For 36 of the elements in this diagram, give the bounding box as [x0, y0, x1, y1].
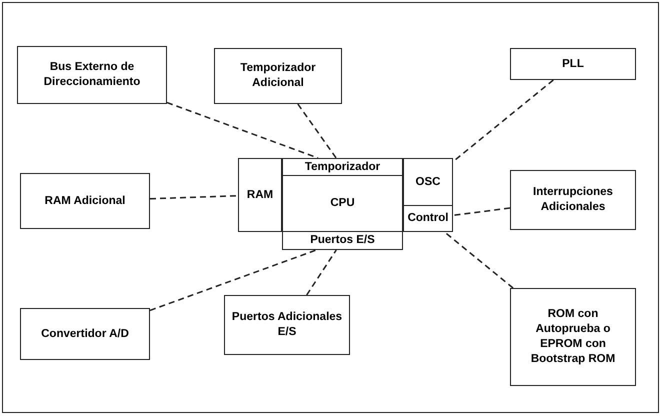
connector-line [150, 195, 238, 200]
module-box [224, 295, 350, 355]
node-label: Interrupciones Adicionales [532, 185, 614, 215]
connector-line [444, 231, 514, 289]
cpu-section [238, 158, 282, 232]
connector-line [297, 104, 337, 158]
cpu-core [282, 175, 403, 232]
cpu-section [403, 158, 453, 206]
module-box [20, 308, 150, 360]
module-box [510, 170, 636, 230]
node-label: Temporizador Adicional [239, 61, 317, 91]
node-label: RAM [246, 188, 274, 202]
cpu-section [403, 205, 453, 232]
module-box [510, 48, 636, 80]
node-label: Bus Externo de Direccionamiento [42, 60, 142, 90]
connector-line [306, 250, 337, 296]
module-box [17, 46, 167, 104]
module-box [20, 173, 150, 229]
node-label: RAM Adicional [44, 194, 126, 208]
node-label: ROM con Autoprueba o EPROM con Bootstrap ROM [530, 307, 616, 367]
node-label: Control [408, 211, 448, 226]
node-label: Puertos Adicionales E/S [230, 310, 344, 340]
connector-line [452, 207, 510, 216]
module-box [510, 288, 636, 386]
node-label: CPU [330, 196, 355, 211]
node-label: Temporizador [304, 160, 380, 174]
cpu-section [282, 231, 403, 250]
module-box [214, 48, 342, 104]
cpu-section [282, 158, 403, 176]
connector-line [452, 79, 554, 162]
connector-line [150, 249, 317, 312]
node-label: Puertos E/S [310, 233, 375, 248]
connector-line [166, 102, 318, 159]
node-label: Convertidor A/D [41, 326, 129, 342]
node-label: OSC [416, 174, 440, 190]
node-label: PLL [562, 56, 584, 72]
